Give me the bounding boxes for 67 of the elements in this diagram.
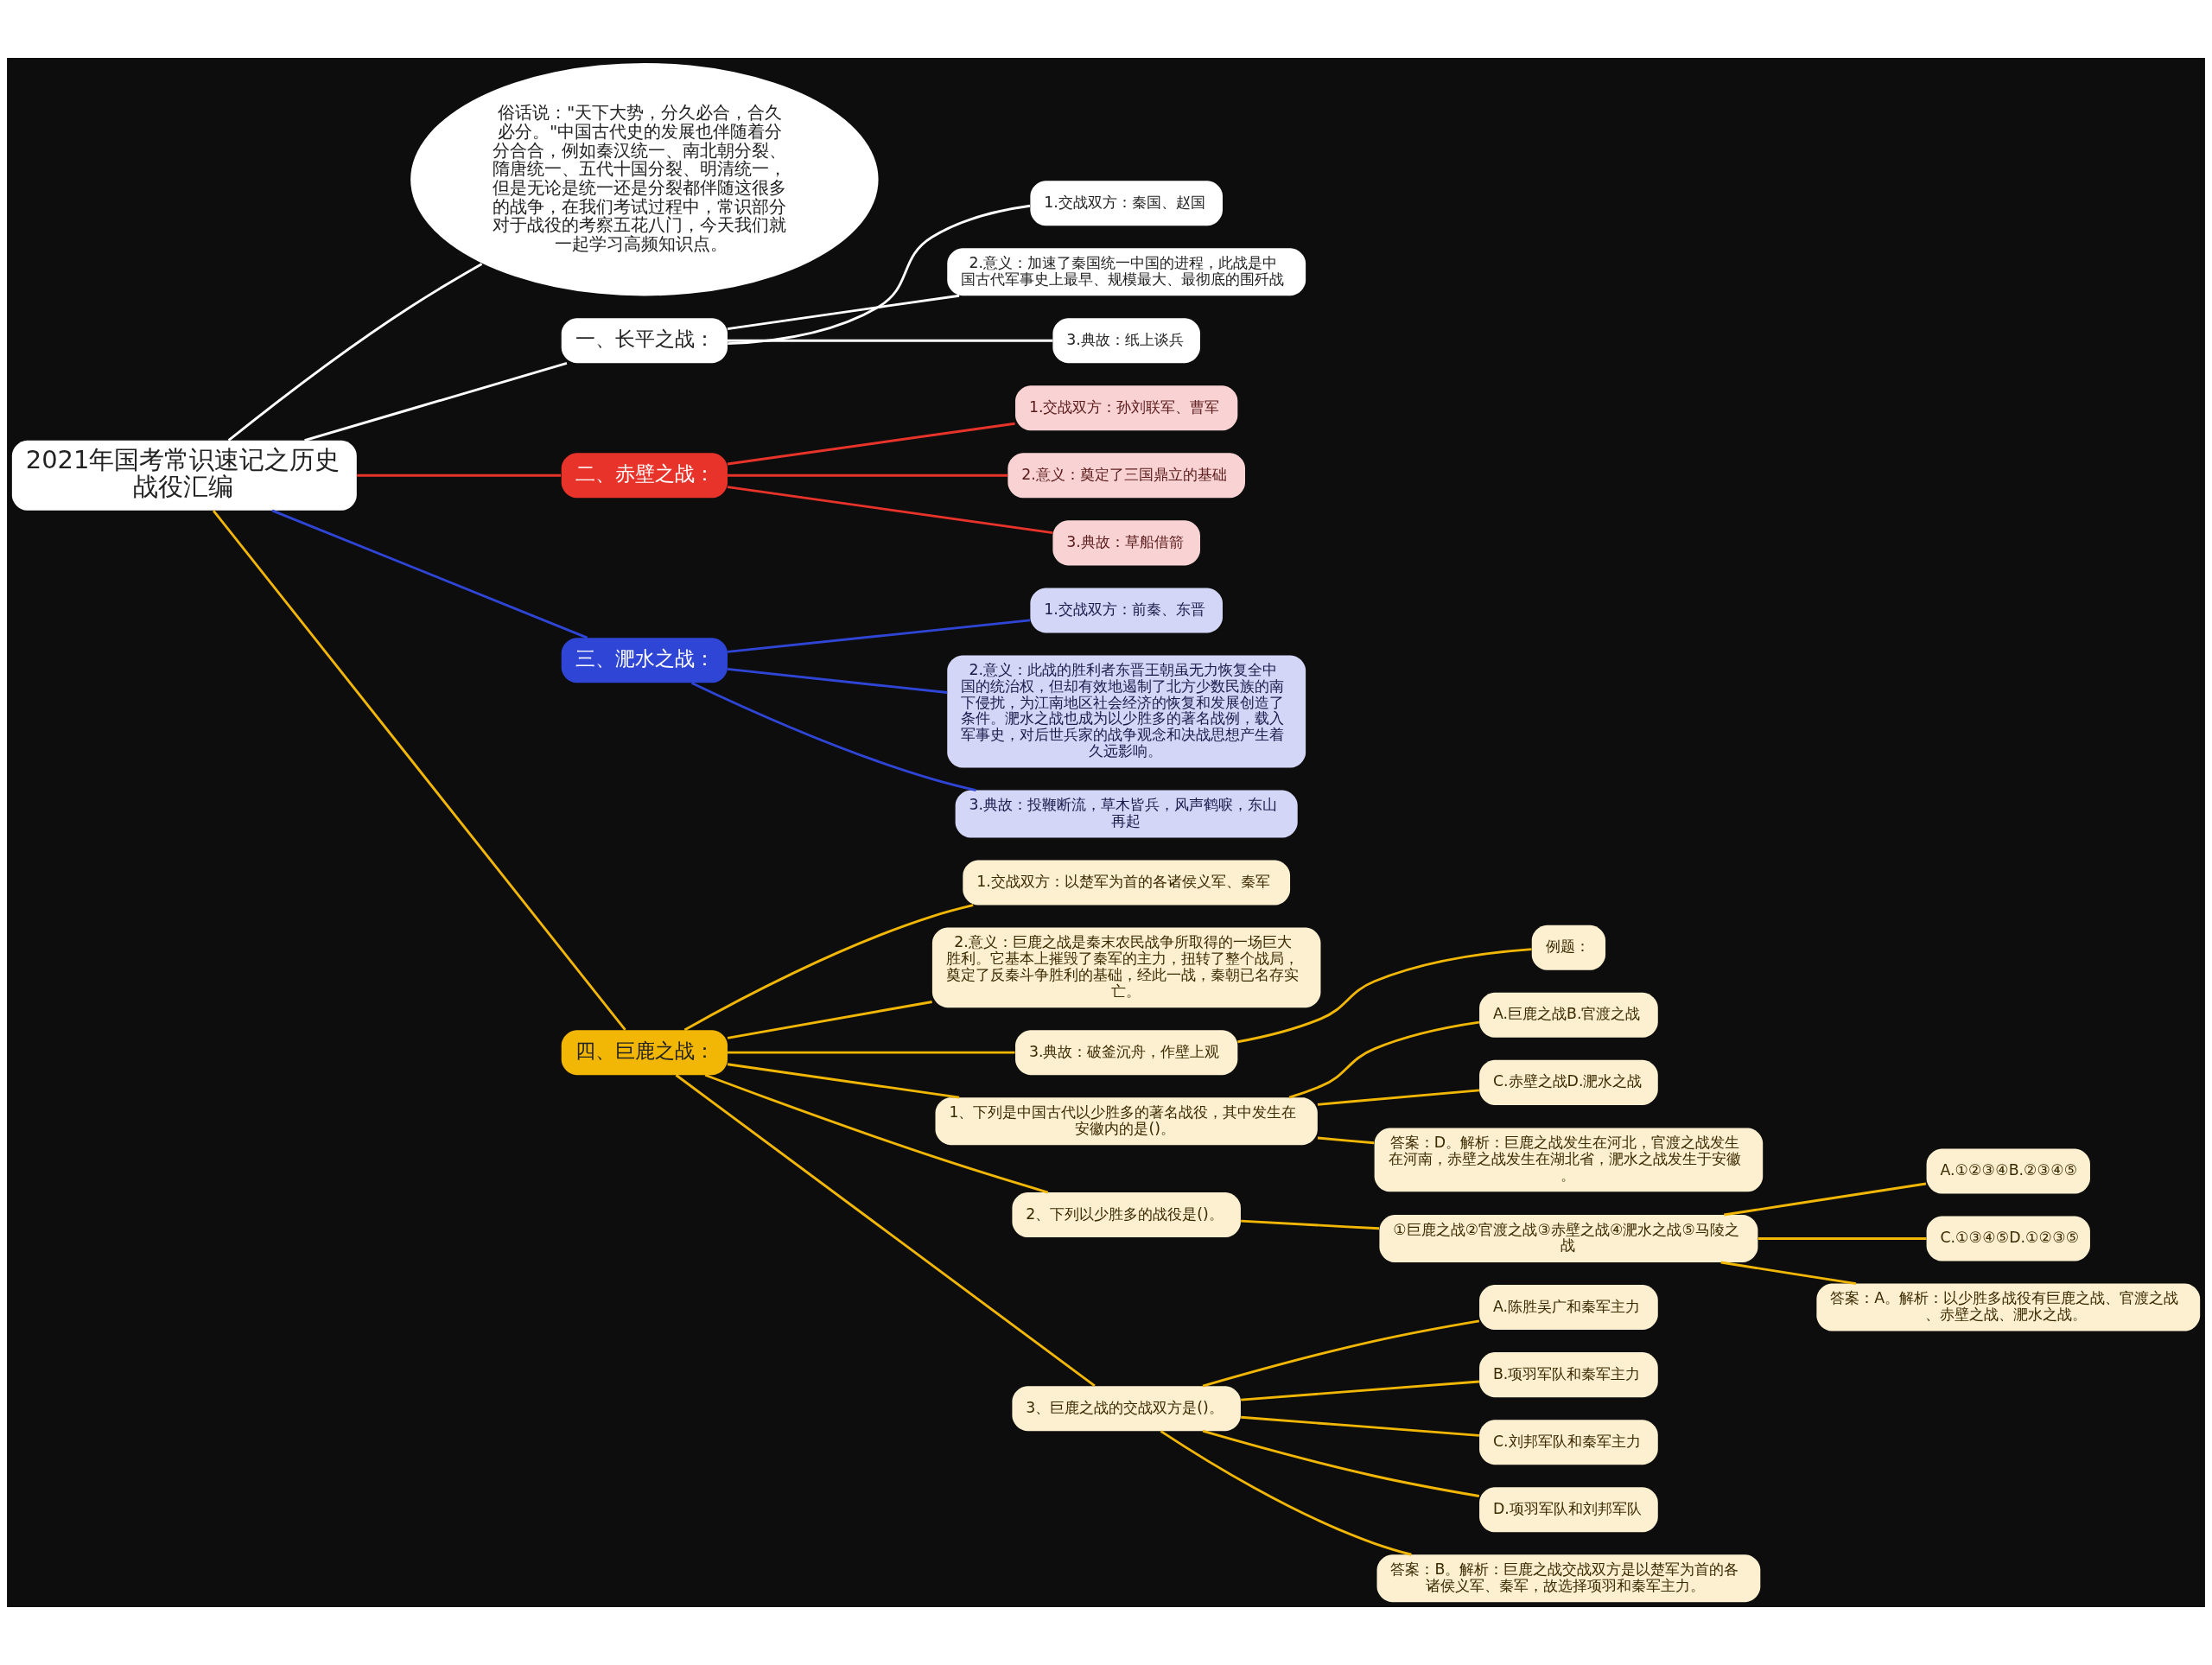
connector bbox=[1241, 1219, 1380, 1230]
node-box: 答案：A。解析：以少胜多战役有巨鹿之战、官渡之战、赤壁之战、淝水之战。 bbox=[1816, 1283, 2201, 1331]
connector bbox=[1202, 1429, 1480, 1497]
node-box: 2021年国考常识速记之历史战役汇编 bbox=[11, 440, 357, 511]
node-box: 3.典故：破釜沉舟，作壁上观 bbox=[1015, 1030, 1238, 1076]
connector bbox=[728, 1051, 1015, 1054]
node-box: A.①②③④B.②③④⑤ bbox=[1926, 1148, 2090, 1194]
node-box: 一、长平之战： bbox=[561, 318, 728, 364]
connector bbox=[728, 473, 1008, 477]
node-box: D.项羽军队和刘邦军队 bbox=[1479, 1487, 1658, 1533]
connector bbox=[1758, 1237, 1927, 1240]
connector bbox=[690, 682, 976, 791]
node-box: 三、淝水之战： bbox=[561, 638, 728, 683]
node-box: C.①③④⑤D.①②③⑤ bbox=[1926, 1216, 2090, 1261]
connector bbox=[727, 1001, 932, 1039]
node-box: B.项羽军队和秦军主力 bbox=[1479, 1352, 1658, 1398]
connector bbox=[213, 510, 626, 1031]
node-ellipse: 俗话说："天下大势，分久必合，合久必分。"中国古代史的发展也伴随着分分合合，例如秦汉统一、南北朝分裂、隋唐统一、五代十国分裂、明清统一，但是无论是统一还是分裂都伴随这很多的战争，在我们考试过程中，常识部分对于战役的考察五花八门，今天我们就一起学习高频知识点。 bbox=[410, 63, 879, 296]
connector bbox=[1720, 1261, 1857, 1285]
connector bbox=[728, 339, 1053, 342]
connector bbox=[1241, 1380, 1479, 1401]
node-box: 例题： bbox=[1531, 925, 1606, 970]
connector bbox=[683, 904, 974, 1032]
connector bbox=[1724, 1182, 1927, 1217]
connector bbox=[1317, 1089, 1480, 1106]
node-box: 3、巨鹿之战的交战双方是()。 bbox=[1012, 1386, 1241, 1432]
node-box: 1、下列是中国古代以少胜多的著名战役，其中发生在安徽内的是()。 bbox=[935, 1097, 1318, 1146]
connector bbox=[727, 486, 1053, 534]
connector bbox=[1317, 1136, 1375, 1145]
node-box: 2.意义：奠定了三国鼎立的基础 bbox=[1007, 453, 1245, 499]
connector bbox=[1202, 1319, 1480, 1388]
node-box: 3.典故：草船借箭 bbox=[1052, 520, 1200, 566]
connector bbox=[357, 473, 562, 477]
connector bbox=[304, 361, 568, 442]
connector bbox=[1160, 1430, 1412, 1556]
node-box: 1.交战双方：秦国、赵国 bbox=[1030, 181, 1223, 226]
node-box: 2、下列以少胜多的战役是()。 bbox=[1012, 1192, 1241, 1238]
node-box: 1.交战双方：孙刘联军、曹军 bbox=[1015, 385, 1238, 431]
node-box: 1.交战双方：前秦、东晋 bbox=[1030, 588, 1223, 633]
node-box: 2.意义：巨鹿之战是秦末农民战争所取得的一场巨大胜利。它基本上摧毁了秦军的主力，扭转了整个战局，奠定了反秦斗争胜利的基础，经此一战，秦朝已名存实亡。 bbox=[931, 927, 1321, 1008]
connector bbox=[271, 509, 588, 639]
node-box: 2.意义：加速了秦国统一中国的进程，此战是中国古代军事史上最早、规模最大、最彻底的围歼战 bbox=[947, 248, 1306, 296]
connector bbox=[675, 1074, 1096, 1388]
node-box: 四、巨鹿之战： bbox=[561, 1030, 728, 1076]
connector bbox=[727, 667, 948, 694]
node-box: 3.典故：投鞭断流，草木皆兵，风声鹤唳，东山再起 bbox=[955, 790, 1298, 838]
connector bbox=[227, 263, 483, 442]
connector bbox=[1288, 1020, 1480, 1099]
node-box: 3.典故：纸上谈兵 bbox=[1052, 318, 1200, 364]
node-box: 2.意义：此战的胜利者东晋王朝虽无力恢复全中国的统治权，但却有效地遏制了北方少数民族的南下侵扰，为江南地区社会经济的恢复和发展创造了条件。淝水之战也成为以少胜多的著名战例，载入军事史，对后世兵家的战争观念和决战思想产生着久远影响。 bbox=[947, 655, 1306, 768]
node-box: A.巨鹿之战B.官渡之战 bbox=[1479, 992, 1658, 1038]
node-box: C.赤壁之战D.淝水之战 bbox=[1479, 1059, 1658, 1105]
connector bbox=[727, 294, 960, 331]
node-box: C.刘邦军队和秦军主力 bbox=[1479, 1420, 1658, 1465]
node-box: 二、赤壁之战： bbox=[561, 453, 728, 499]
node-box: 1.交战双方：以楚军为首的各诸侯义军、秦军 bbox=[963, 860, 1291, 906]
connector bbox=[727, 1063, 960, 1099]
node-box: 答案：B。解析：巨鹿之战交战双方是以楚军为首的各诸侯义军、秦军，故选择项羽和秦军主力。 bbox=[1376, 1554, 1761, 1603]
connector bbox=[1241, 1415, 1479, 1437]
node-box: ①巨鹿之战②官渡之战③赤壁之战④淝水之战⑤马陵之战 bbox=[1379, 1215, 1758, 1262]
connector bbox=[728, 204, 1031, 346]
node-box: A.陈胜吴广和秦军主力 bbox=[1479, 1285, 1658, 1331]
connector bbox=[704, 1073, 1049, 1194]
connector bbox=[1237, 948, 1532, 1044]
connector bbox=[727, 619, 1031, 653]
node-box: 答案：D。解析：巨鹿之战发生在河北，官渡之战发生在河南，赤壁之战发生在湖北省，淝水之战发生于安徽。 bbox=[1374, 1128, 1764, 1192]
connector bbox=[727, 422, 1015, 466]
